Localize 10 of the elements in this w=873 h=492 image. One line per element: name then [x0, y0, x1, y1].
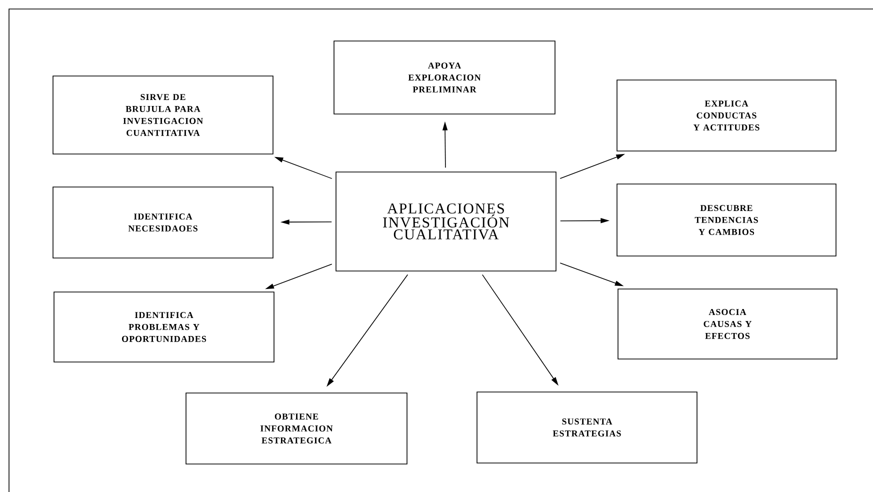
text-box: APOYA EXPLORACION PRELIMINAR	[334, 40, 556, 114]
text-box: IDENTIFICA NECESIDAOES	[52, 186, 274, 258]
text-box: EXPLICA CONDUCTAS Y ACTITUDES	[616, 80, 836, 152]
text-box: ASOCIA CAUSAS Y EFECTOS	[618, 288, 838, 360]
text-box: IDENTIFICA PROBLEMAS Y OPORTUNIDADES	[54, 292, 274, 362]
title-box: APLICACIONES INVESTIGACIÓN CUALITATIVA	[336, 172, 556, 272]
text-box: DESCUBRE TENDENCIAS Y CAMBIOS	[616, 184, 836, 256]
text-box: SIRVE DE BRUJULA PARA INVESTIGACION CUANTITATIVA	[52, 76, 274, 154]
text-box: SUSTENTA ESTRATEGIAS	[476, 392, 698, 464]
text-box: OBTIENE INFORMACION ESTRATEGICA	[186, 392, 408, 464]
